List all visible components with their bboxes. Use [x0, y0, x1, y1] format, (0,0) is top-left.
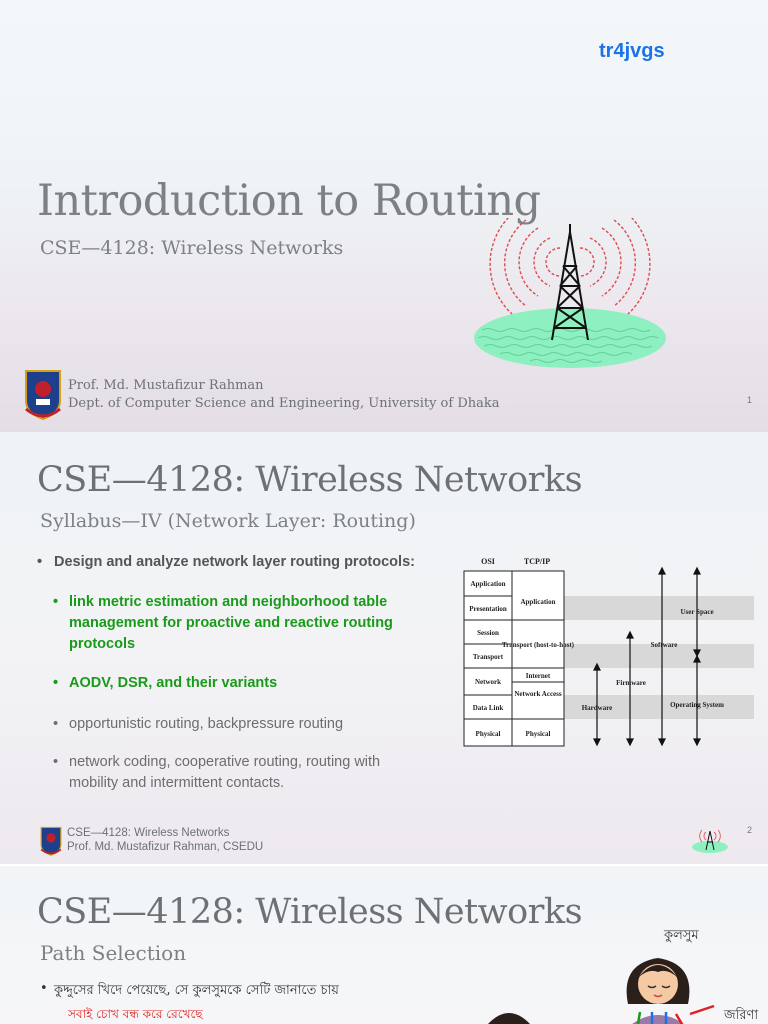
- watermark-label: tr4jvgs: [599, 40, 665, 62]
- list-item: •Design and analyze network layer routin…: [37, 554, 415, 570]
- slide-subtitle: Syllabus—IV (Network Layer: Routing): [40, 510, 416, 532]
- slide-subtitle: CSE—4128: Wireless Networks: [40, 237, 344, 259]
- radio-tower-icon: [692, 829, 728, 853]
- osi-layer: Application: [470, 580, 505, 588]
- label-jorina: জরিণা: [724, 1008, 759, 1023]
- osi-header: OSI: [481, 557, 495, 566]
- footer-course: CSE—4128: Wireless Networks: [67, 827, 230, 839]
- author-block: Prof. Md. Mustafizur Rahman Dept. of Com…: [68, 377, 500, 413]
- page-number: 2: [746, 825, 752, 835]
- list-item: •opportunistic routing, backpressure rou…: [53, 716, 344, 732]
- label-software: Software: [651, 641, 678, 649]
- label-kulsum: কুলসুম: [664, 928, 699, 943]
- osi-layer: Data Link: [473, 704, 504, 712]
- osi-layer: Network: [475, 678, 501, 686]
- list-item: •link metric estimation and neighborhood…: [53, 594, 393, 652]
- slide-footer: CSE—4128: Wireless Networks Prof. Md. Mu…: [67, 826, 263, 854]
- person-avatar-icon: [488, 1013, 530, 1024]
- tcpip-header: TCP/IP: [524, 557, 550, 566]
- tcpip-layer: Network Access: [514, 690, 562, 698]
- note-text: সবাই চোখ বন্ধ করে রেখেছে: [68, 1007, 203, 1021]
- slide-1: Introduction to Routing CSE—4128: Wirele…: [0, 0, 768, 432]
- osi-layer: Physical: [476, 730, 501, 738]
- bullet-list: •Design and analyze network layer routin…: [37, 552, 429, 811]
- slide-3: CSE—4128: Wireless Networks Path Selecti…: [0, 866, 768, 1024]
- tcpip-layer: Application: [520, 598, 555, 606]
- university-seal-icon: [40, 826, 62, 856]
- list-item: •কুদ্দুসের খিদে পেয়েছে, সে কুলসুমকে সেট…: [40, 981, 339, 998]
- page-number: 1: [746, 395, 752, 405]
- tcpip-layer: Internet: [526, 672, 551, 680]
- osi-layer: Presentation: [469, 605, 507, 613]
- author-dept: Dept. of Computer Science and Engineerin…: [68, 396, 500, 411]
- slide-2: CSE—4128: Wireless Networks Syllabus—IV …: [0, 432, 768, 864]
- radio-tower-icon: [474, 218, 666, 368]
- slide-divider: [0, 864, 768, 866]
- footer-author: Prof. Md. Mustafizur Rahman, CSEDU: [67, 841, 264, 853]
- tcpip-layer: Transport (host-to-host): [502, 641, 575, 649]
- slide-title: CSE—4128: Wireless Networks: [37, 892, 583, 932]
- slide-subtitle: Path Selection: [40, 941, 187, 965]
- osi-tcpip-diagram: OSI TCP/IP Application Presentation Sess…: [463, 557, 754, 747]
- slide-title: Introduction to Routing: [37, 176, 541, 226]
- osi-layer: Session: [477, 629, 499, 637]
- tcpip-layer: Physical: [526, 730, 551, 738]
- slide-title: CSE—4128: Wireless Networks: [37, 460, 583, 500]
- girl-avatar-icon: [626, 958, 715, 1024]
- list-item: •AODV, DSR, and their variants: [53, 675, 278, 691]
- osi-layer: Transport: [473, 653, 504, 661]
- label-firmware: Firmware: [616, 679, 646, 687]
- university-seal-icon: [25, 370, 61, 420]
- author-name: Prof. Md. Mustafizur Rahman: [68, 378, 264, 393]
- list-item: •network coding, cooperative routing, ro…: [53, 754, 381, 791]
